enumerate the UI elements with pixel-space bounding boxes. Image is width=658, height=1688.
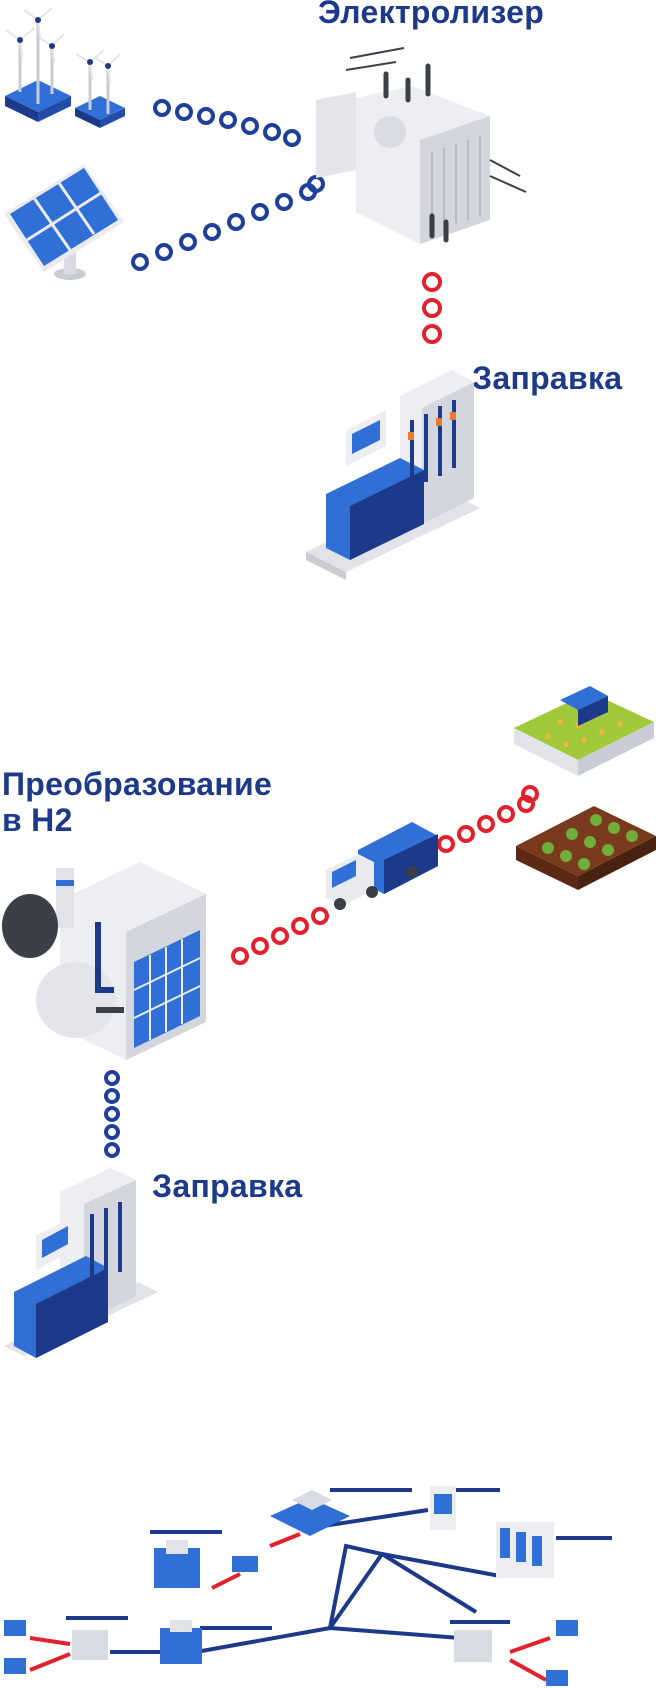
chain-truck-to-factory	[231, 907, 329, 965]
fuel-station-icon	[306, 370, 480, 580]
electrolyzer-label: Электролизер	[318, 0, 545, 30]
chain-wind-to-electrolyzer	[153, 99, 301, 147]
station-label-2: Заправка	[152, 1168, 303, 1204]
factory-icon	[2, 862, 206, 1060]
chain-solar-to-electrolyzer	[131, 175, 325, 271]
chain-fields-to-truck	[437, 785, 539, 853]
wind-turbine-icon	[5, 7, 125, 128]
network-map-icon	[4, 1486, 612, 1686]
conversion-label-line2: в H2	[2, 802, 73, 838]
harvester-field-icon	[514, 686, 654, 776]
truck-icon	[326, 822, 438, 910]
solar-panel-icon	[4, 164, 124, 280]
fuel-station-icon	[4, 1168, 158, 1358]
conversion-label-line1: Преобразование	[2, 766, 273, 802]
chain-factory-to-station	[104, 1070, 120, 1158]
electrolyzer-icon	[316, 47, 527, 244]
station-label-1: Заправка	[472, 360, 623, 396]
conversion-label: Преобразование в H2	[2, 766, 272, 838]
chain-electrolyzer-to-station	[422, 272, 442, 344]
crop-field-icon	[516, 806, 656, 890]
